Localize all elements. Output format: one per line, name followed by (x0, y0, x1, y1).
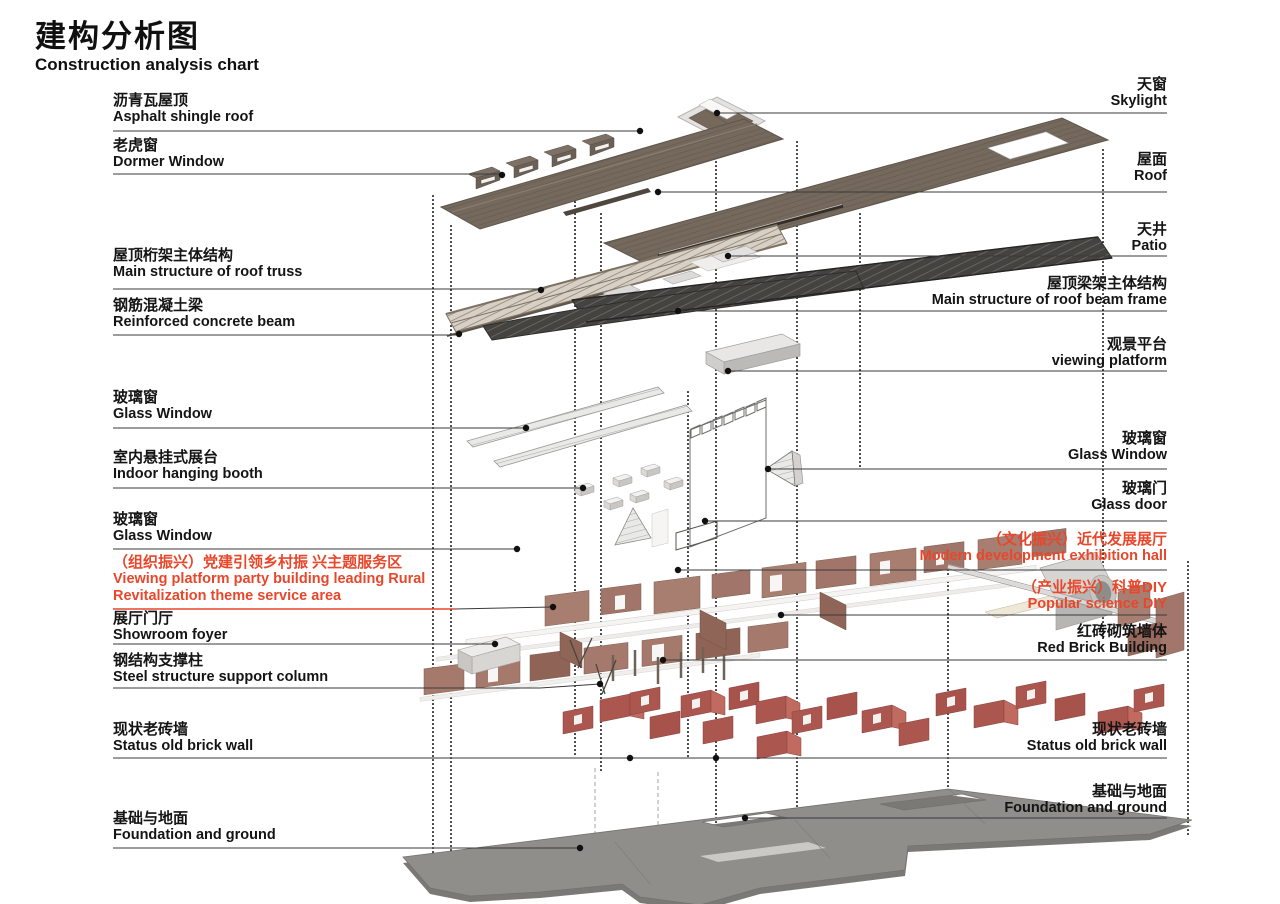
title-zh: 建构分析图 (35, 19, 200, 54)
page-title: 建构分析图 Construction analysis chart (35, 20, 259, 76)
viewing-platform (705, 333, 801, 375)
title-en: Construction analysis chart (35, 55, 259, 74)
indoor-hanging-booths (574, 463, 684, 511)
leader-dots (455, 109, 785, 852)
leader-lines (113, 112, 1167, 849)
foyer-box (457, 636, 521, 675)
asphalt-shingle-roof-layer (439, 118, 785, 230)
gable-glass-window (614, 507, 669, 548)
concrete-beam (446, 287, 621, 338)
glass-window-band (689, 397, 767, 548)
cross-walls (559, 591, 847, 669)
right-wing (947, 563, 1185, 659)
dormer-windows (467, 133, 615, 190)
steel-support-columns (569, 637, 726, 695)
old-brick-walls-layer (562, 680, 1165, 760)
roof-beam-frame-layer (482, 236, 1113, 341)
patio-notch (987, 131, 1069, 160)
glass-window-strips (466, 386, 693, 468)
barrel-vault (1039, 551, 1117, 631)
exhibition-building-layer (419, 528, 1185, 702)
glass-door-outline (675, 520, 718, 551)
